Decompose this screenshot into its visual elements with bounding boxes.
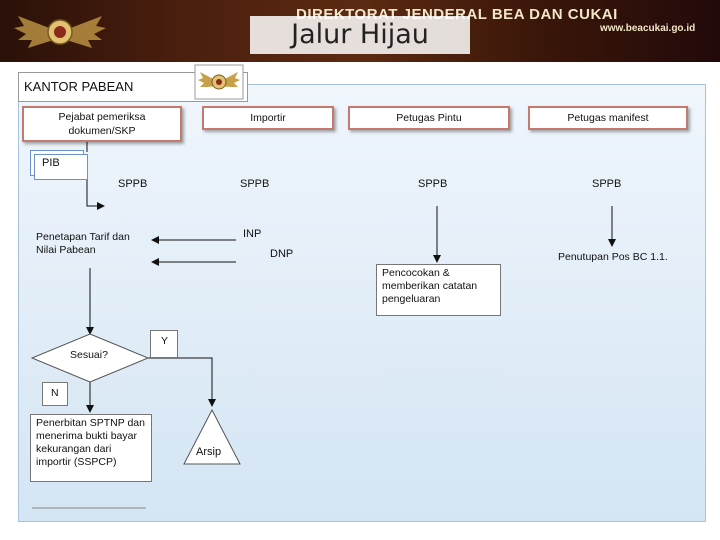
lane-petugas-pintu: Petugas Pintu <box>348 106 510 130</box>
process-penerbitan: Penerbitan SPTNP dan menerima bukti baya… <box>30 414 152 482</box>
lane-pejabat: Pejabat pemeriksa dokumen/SKP <box>22 106 182 142</box>
sppb-label-1: SPPB <box>118 178 148 190</box>
section-label: KANTOR PABEAN <box>24 79 134 94</box>
lane-importir: Importir <box>202 106 334 130</box>
process-penetapan: Penetapan Tarif dan Nilai Pabean <box>36 231 130 256</box>
sppb-label-2: SPPB <box>240 178 270 190</box>
decision-question: Sesuai? <box>70 349 108 361</box>
process-pencocokan: Pencocokan & memberikan catatan pengelua… <box>376 264 501 316</box>
customs-emblem-small-icon <box>194 64 244 100</box>
pib-stack-front <box>34 154 88 180</box>
sppb-label-4: SPPB <box>592 178 622 190</box>
arsip-label: Arsip <box>196 446 222 458</box>
inp-label: INP <box>243 228 262 240</box>
customs-emblem-icon <box>14 16 106 48</box>
pib-label: PIB <box>42 157 60 169</box>
decision-yes-label: Y <box>150 330 178 358</box>
dnp-label: DNP <box>270 248 294 260</box>
banner-url: www.beacukai.go.id <box>600 23 696 34</box>
decision-diamond <box>30 333 150 383</box>
process-penutupan: Penutupan Pos BC 1.1. <box>558 251 668 263</box>
sppb-label-3: SPPB <box>418 178 448 190</box>
arsip-triangle <box>183 408 241 465</box>
page-title: Jalur Hijau <box>250 16 470 54</box>
lane-petugas-manifest: Petugas manifest <box>528 106 688 130</box>
decision-no-label: N <box>42 382 68 406</box>
